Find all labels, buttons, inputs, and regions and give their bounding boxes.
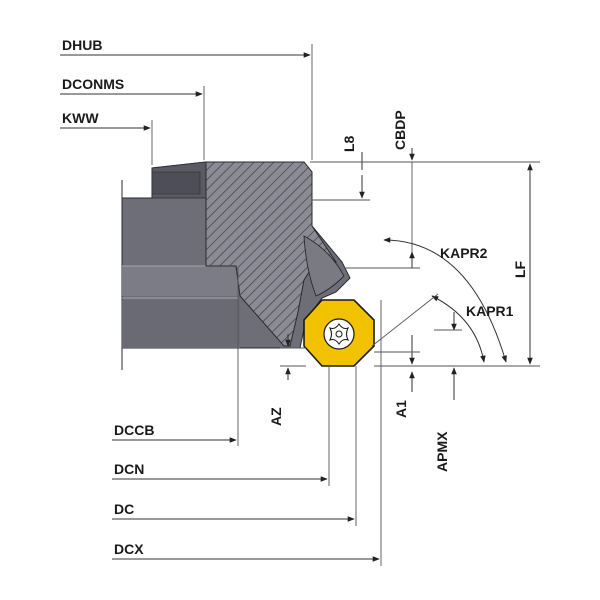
dimension-labels: DHUB DCONMS KWW L8 CBDP KAPR2 KAPR1 LF A… (62, 37, 528, 557)
label-dcn: DCN (114, 461, 144, 477)
hatched-section (205, 161, 338, 347)
label-cbdp: CBDP (392, 110, 408, 150)
label-dconms: DCONMS (62, 76, 124, 92)
label-dc: DC (114, 501, 134, 517)
label-dccb: DCCB (114, 422, 154, 438)
body-band-upper (122, 266, 238, 296)
keyway-slot (151, 171, 201, 195)
label-dhub: DHUB (62, 37, 102, 53)
label-apmx: APMX (434, 431, 450, 472)
dimension-lines (60, 44, 540, 566)
label-a1: A1 (393, 400, 409, 418)
label-az: AZ (268, 407, 284, 426)
label-kww: KWW (62, 110, 99, 126)
cutting-insert (303, 299, 375, 367)
label-kapr2: KAPR2 (440, 245, 488, 261)
tool-body (121, 161, 351, 370)
label-l8: L8 (341, 135, 357, 152)
chip-pocket (303, 235, 345, 297)
label-kapr1: KAPR1 (466, 303, 514, 319)
label-dcx: DCX (114, 541, 144, 557)
kapr1-ref-line (371, 293, 439, 347)
kapr1-arc (431, 295, 486, 363)
body-band-lower (122, 300, 240, 348)
screw-center (335, 330, 343, 338)
label-lf: LF (512, 260, 528, 278)
kapr2-arc (383, 237, 507, 363)
